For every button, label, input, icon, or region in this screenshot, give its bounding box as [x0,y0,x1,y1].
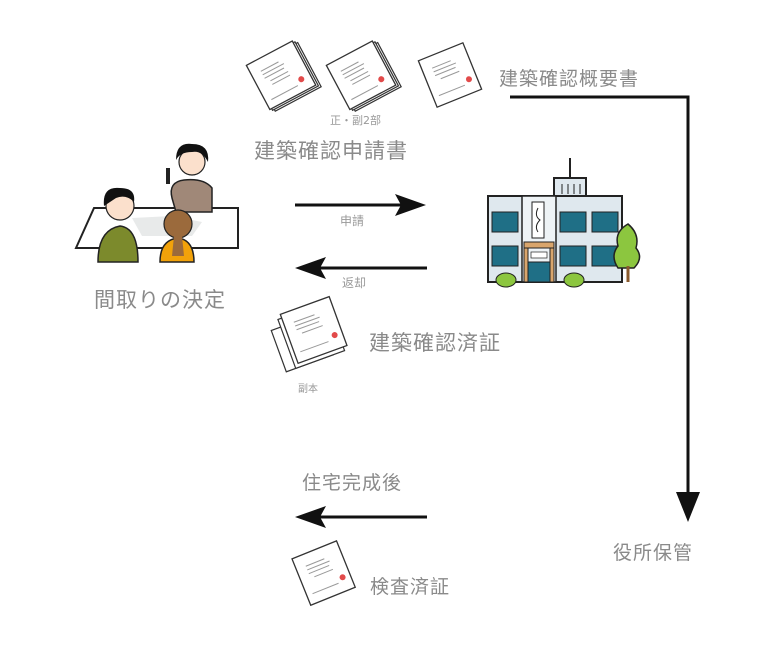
government-building-icon [487,158,641,288]
certificate-stack-icon [270,295,348,373]
after-completion-label: 住宅完成後 [302,472,403,494]
application-doc-label: 建築確認申請書 [254,139,408,163]
return-label: 返却 [342,276,367,290]
certificate-label: 建築確認済証 [369,331,501,355]
document-icon [417,41,483,109]
copies-note: 正・副2部 [330,114,381,127]
inspection-cert-label: 検査済証 [370,576,451,598]
summary-doc-label: 建築確認概要書 [499,68,640,90]
office-storage-label: 役所保管 [613,542,694,564]
meeting-illustration [74,143,239,263]
apply-label: 申請 [340,214,365,228]
inspection-doc-icon [291,540,357,607]
floor-plan-label: 間取りの決定 [94,288,226,312]
document-stack-icon [325,40,402,112]
duplicate-label: 副本 [298,384,318,395]
document-stack-icon [245,40,322,112]
